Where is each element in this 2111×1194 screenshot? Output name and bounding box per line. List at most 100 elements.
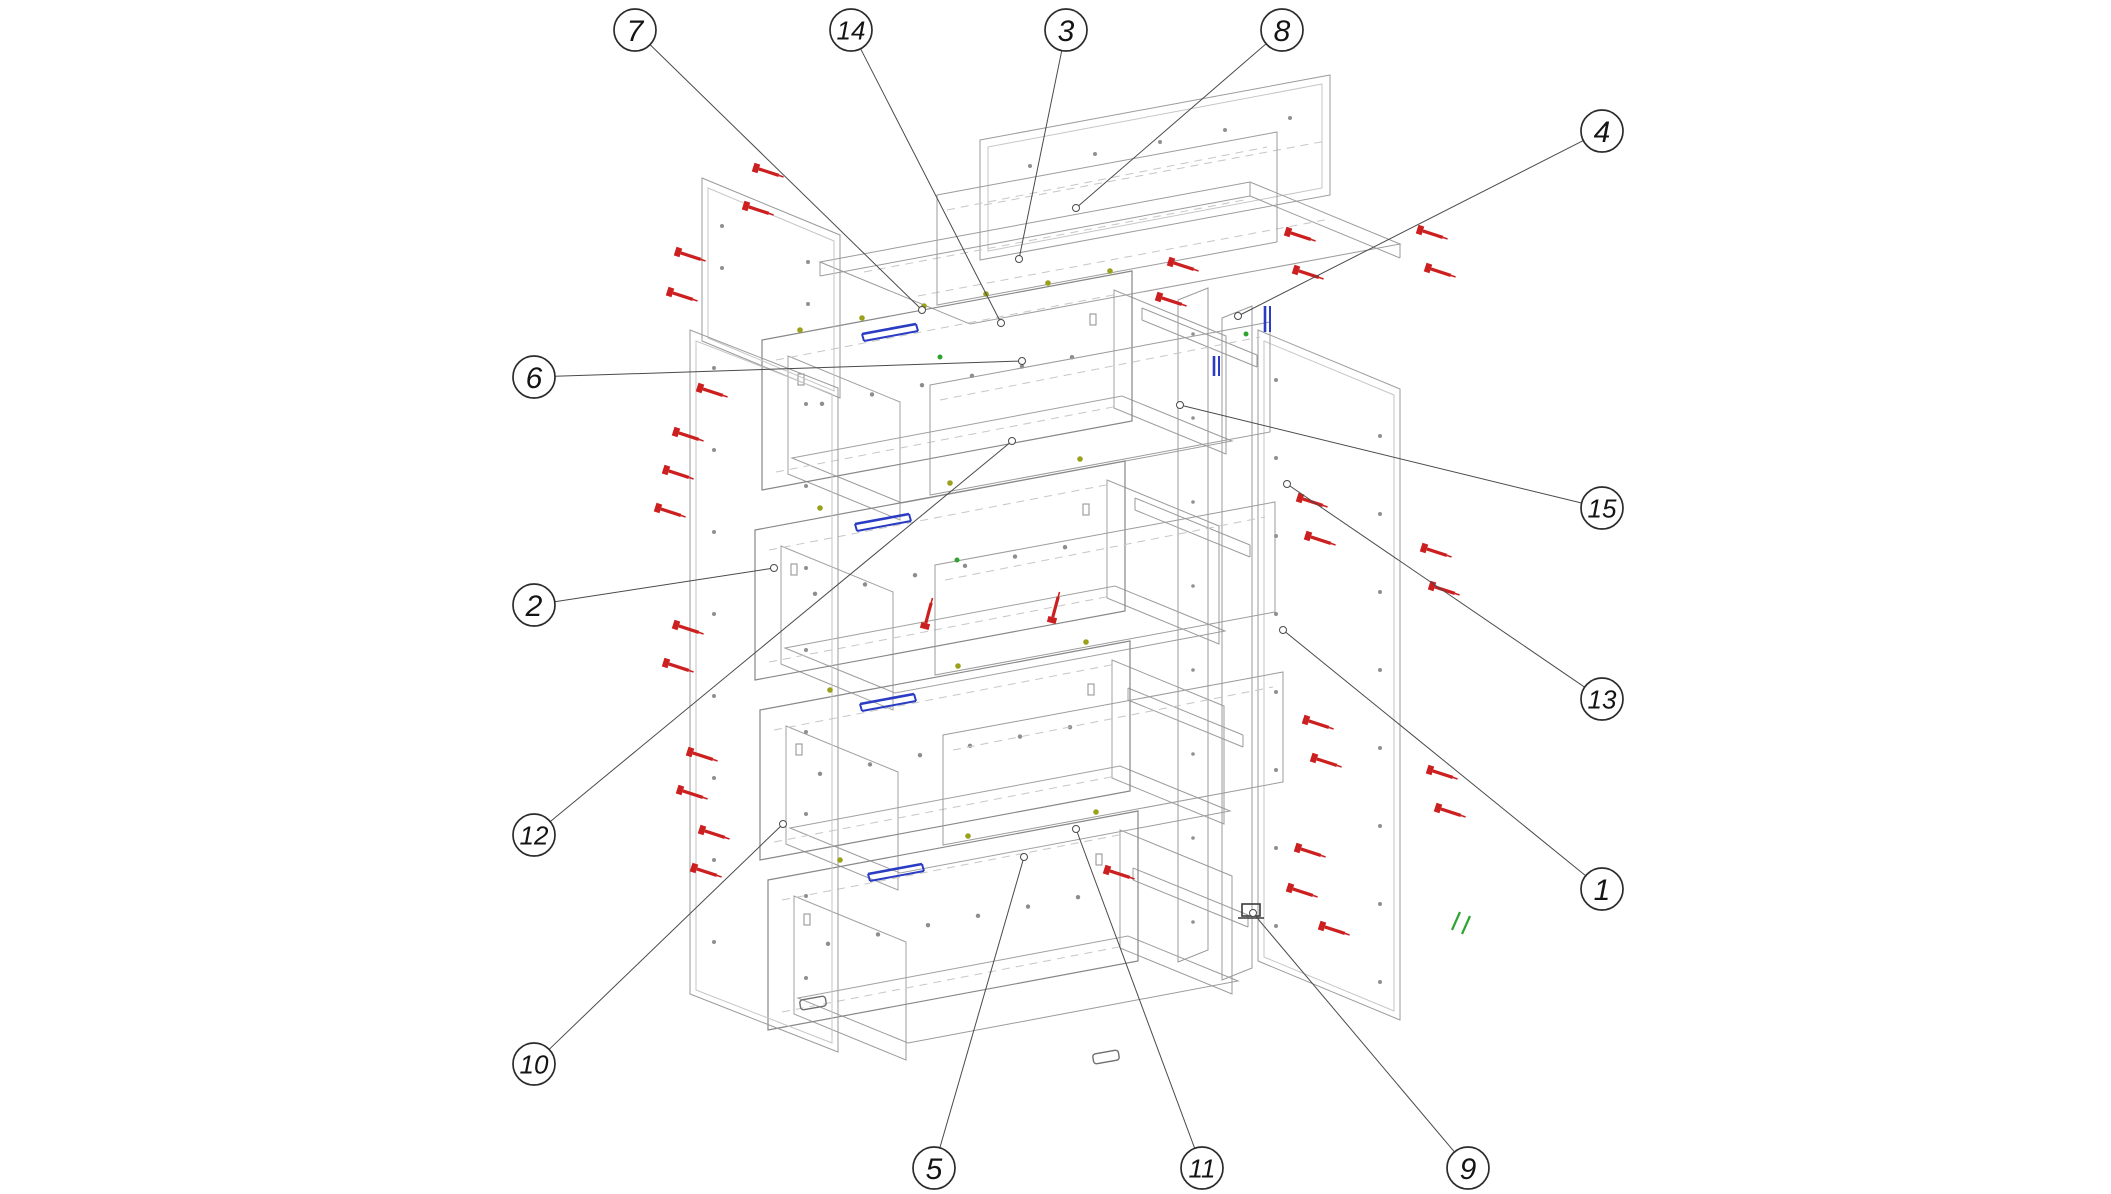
drawer-bracket <box>867 862 925 882</box>
feet <box>799 995 1120 1065</box>
leader-target-dot <box>918 306 926 314</box>
screw-fastener <box>661 657 694 673</box>
leader-line <box>939 856 1025 1148</box>
balloon-number: 13 <box>1588 684 1617 714</box>
screw-fastener <box>1317 920 1350 936</box>
cam-dots <box>797 268 1113 863</box>
leader-target-dot <box>1015 255 1023 263</box>
balloon-number: 15 <box>1588 493 1617 523</box>
balloon-circle <box>1446 1146 1490 1190</box>
balloon-circle <box>912 1146 956 1190</box>
corner-posts <box>1177 287 1253 981</box>
balloon-number: 6 <box>526 362 543 395</box>
leader-line <box>1075 828 1196 1149</box>
screw-fastener <box>1425 764 1458 780</box>
leader-target-dot <box>997 319 1005 327</box>
screw-fastener <box>1301 714 1334 730</box>
leader-line <box>1237 140 1584 317</box>
callout-4: 4 <box>1234 109 1624 320</box>
screw-fastener <box>695 382 728 398</box>
balloon-number: 3 <box>1058 15 1075 48</box>
drawer-bracket <box>861 322 919 342</box>
screw-fastener <box>1427 580 1460 596</box>
screw-fastener <box>685 746 718 762</box>
balloon-number: 4 <box>1594 116 1611 149</box>
screw-fastener <box>1102 864 1135 880</box>
leader-line <box>649 44 923 311</box>
balloon-number: 7 <box>627 15 645 48</box>
balloon-number: 14 <box>837 15 866 45</box>
drawer-bracket <box>854 512 912 532</box>
callout-13: 13 <box>1283 480 1624 721</box>
leader-line <box>549 440 1013 823</box>
callout-5: 5 <box>912 853 1028 1190</box>
green-accents <box>937 331 1472 935</box>
callout-7: 7 <box>613 8 926 314</box>
screw-fastener <box>1423 262 1456 278</box>
screw-fastener <box>689 862 722 878</box>
balloon-circle <box>1260 8 1304 52</box>
leader-target-dot <box>1279 626 1287 634</box>
screw-fastener <box>671 619 704 635</box>
leader-line <box>1282 629 1587 877</box>
balloon-number: 12 <box>520 820 549 850</box>
balloon-circle <box>1580 486 1624 530</box>
drawer-1 <box>761 131 1278 521</box>
back-panel <box>979 74 1331 261</box>
screw-fastener <box>675 784 708 800</box>
balloon-circle <box>512 813 556 857</box>
leader-target-dot <box>1072 204 1080 212</box>
balloon-number: 9 <box>1460 1153 1477 1186</box>
leader-line <box>1179 404 1582 504</box>
balloon-circle <box>1180 1146 1224 1190</box>
balloon-circle <box>613 8 657 52</box>
balloon-number: 5 <box>926 1153 943 1186</box>
drawer-bracket <box>859 692 917 712</box>
callout-6: 6 <box>512 355 1026 399</box>
screw-fastener <box>751 162 784 178</box>
screw-fastener <box>741 200 774 216</box>
callout-11: 11 <box>1072 825 1224 1190</box>
leader-line <box>1075 43 1267 209</box>
blue-pins <box>1212 306 1271 376</box>
balloon-number: 11 <box>1189 1153 1216 1183</box>
top-panel <box>818 181 1402 325</box>
balloon-circle <box>512 355 556 399</box>
callout-8: 8 <box>1072 8 1304 212</box>
screw-fastener <box>1309 752 1342 768</box>
balloon-number: 10 <box>520 1049 549 1079</box>
drawer-2 <box>754 321 1271 711</box>
balloon-circle <box>1580 109 1624 153</box>
screw-fastener <box>1433 802 1466 818</box>
leader-target-dot <box>1249 909 1257 917</box>
screw-fastener <box>1154 291 1187 307</box>
screw-fastener <box>1415 224 1448 240</box>
right-side-panel <box>1257 329 1401 1021</box>
screw-fastener <box>1046 591 1061 625</box>
balloon-number: 2 <box>525 590 543 623</box>
leader-line <box>554 567 775 603</box>
leader-line <box>1018 50 1063 260</box>
leader-target-dot <box>1176 401 1184 409</box>
balloon-circle <box>512 583 556 627</box>
leader-target-dot <box>1072 825 1080 833</box>
callout-14: 14 <box>829 8 1005 327</box>
screw-fastener <box>673 246 706 262</box>
screw-fastener <box>1419 542 1452 558</box>
leader-target-dot <box>779 820 787 828</box>
drawer-3 <box>759 501 1276 891</box>
leader-line <box>548 823 784 1050</box>
upper-left-panel <box>701 177 841 399</box>
callout-1: 1 <box>1279 626 1624 911</box>
screw-fastener <box>661 464 694 480</box>
callout-2: 2 <box>512 564 778 627</box>
screw-fastener <box>1166 256 1199 272</box>
leader-target-dot <box>770 564 778 572</box>
screw-fastener <box>1303 530 1336 546</box>
leader-line <box>554 360 1023 377</box>
leader-target-dot <box>1283 480 1291 488</box>
leader-target-dot <box>1008 437 1016 445</box>
screw-fastener <box>653 502 686 518</box>
